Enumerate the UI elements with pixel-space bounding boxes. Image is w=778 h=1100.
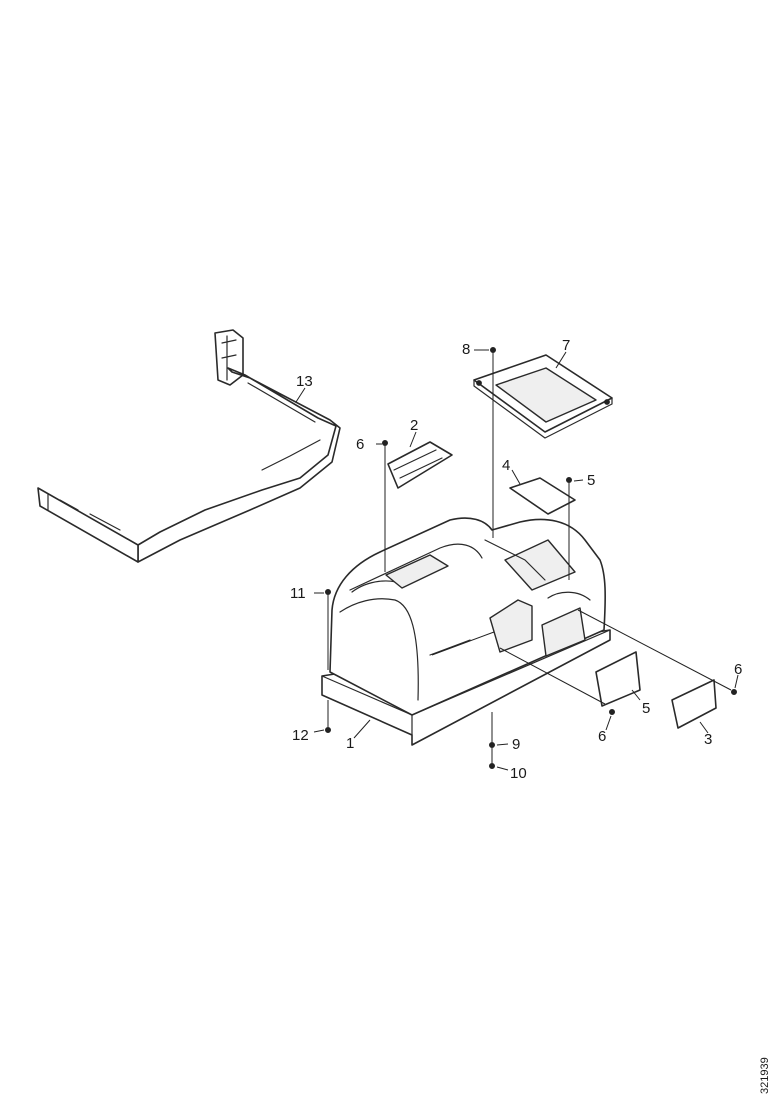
callout-4: 4 [502,457,510,474]
callout-7: 7 [562,337,570,354]
callout-13: 13 [296,373,313,390]
callout-8: 8 [462,341,470,358]
hardware-screws [325,347,737,769]
part-7-frame [473,354,613,439]
part-13-frame-rail [37,329,341,563]
callout-6-lower: 6 [598,728,606,745]
assembly-leader-lines [327,353,732,763]
callout-1: 1 [346,735,354,752]
callout-10: 10 [510,765,527,782]
part-5-side-panel [595,651,641,707]
callout-6-right: 6 [734,661,742,678]
part-3-side-panel [671,679,717,729]
callout-11: 11 [290,585,306,602]
part-2-top-panel [387,441,453,489]
callout-9: 9 [512,736,520,753]
callout-leaders [295,349,739,771]
callout-2: 2 [410,417,418,434]
drawing-number: 321939 [759,1057,771,1094]
part-1-main-housing [321,517,611,746]
part-4-small-panel [509,477,576,515]
callout-6-top: 6 [356,436,364,453]
callout-3: 3 [704,731,712,748]
callout-5-lower: 5 [642,700,650,717]
callout-12: 12 [292,727,309,744]
callout-labels: 13 8 7 6 2 4 5 11 6 5 12 1 6 3 9 10 [290,337,742,782]
callout-5-top: 5 [587,472,595,489]
